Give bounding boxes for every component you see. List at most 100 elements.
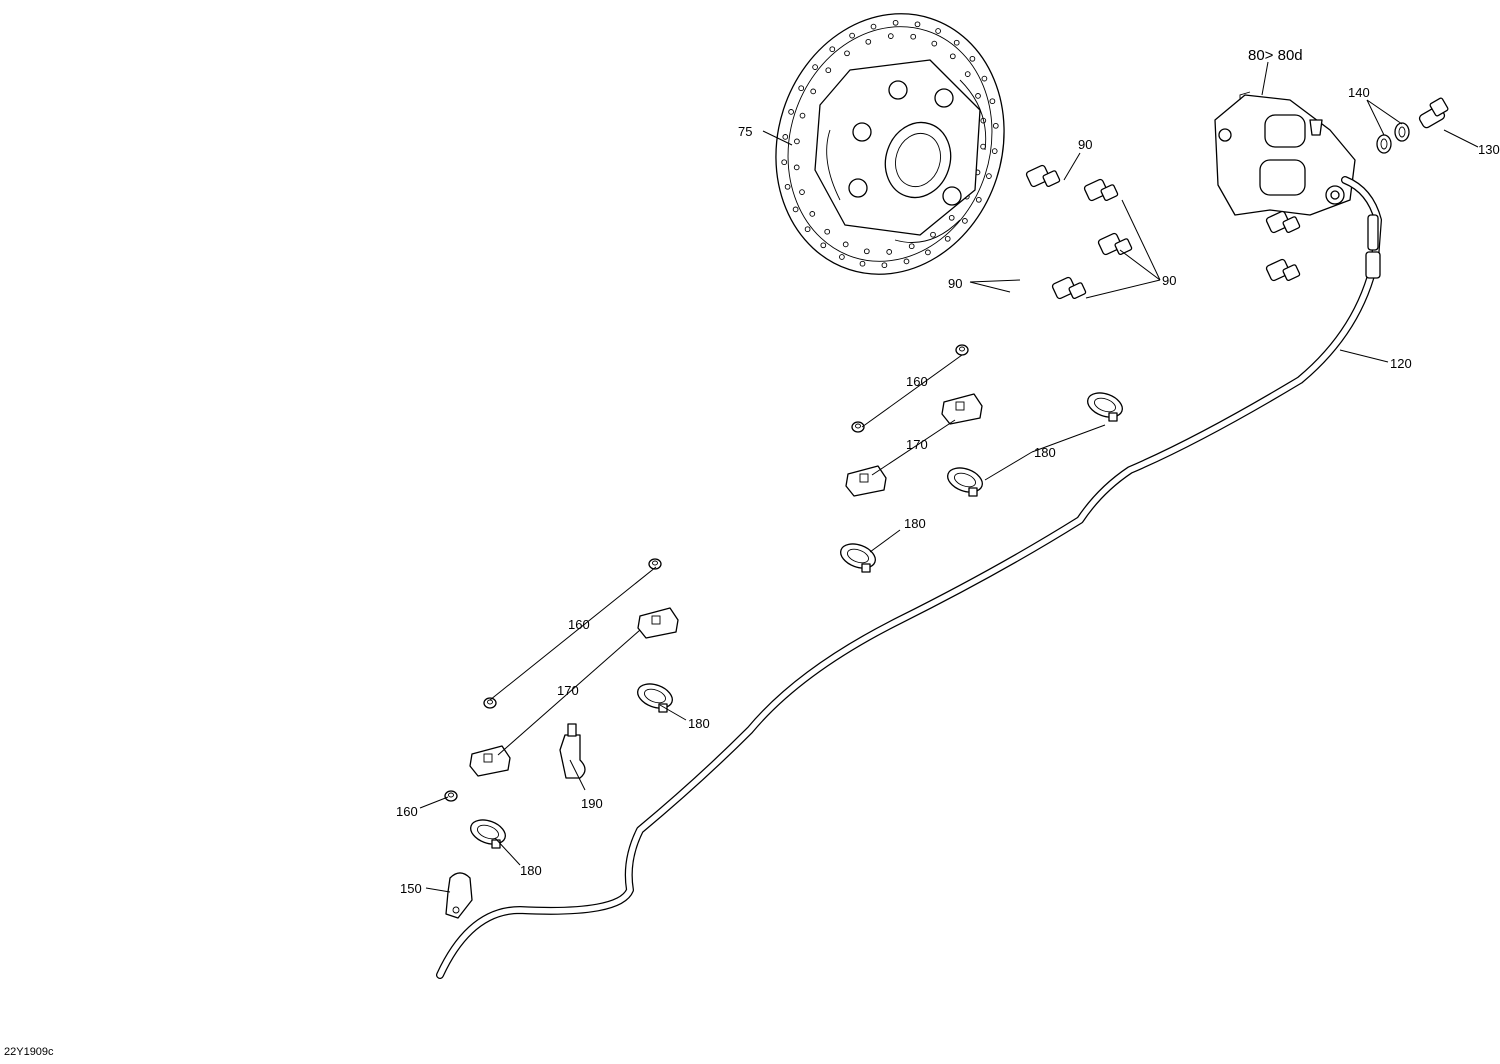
disc-hole <box>931 40 938 47</box>
disc-hole <box>914 21 921 28</box>
clip <box>941 393 983 425</box>
disc-hole <box>842 241 849 248</box>
bolt <box>1265 258 1301 282</box>
disc-hole <box>792 206 799 213</box>
callout-clip-upper: 170 <box>906 437 928 452</box>
callout-nut-small: 160 <box>396 804 418 819</box>
clip <box>469 745 511 777</box>
grommet <box>1087 392 1123 422</box>
callout-bolts-left: 90 <box>948 276 962 291</box>
disc-hole <box>949 53 956 60</box>
disc-hole <box>849 32 855 39</box>
disc-hole <box>794 138 800 145</box>
callout-grommet-lower-left: 180 <box>520 863 542 878</box>
callout-nut-lower: 160 <box>568 617 590 632</box>
disc-hole <box>824 228 831 235</box>
disc-hole <box>925 249 931 256</box>
callout-washers: 140 <box>1348 85 1370 100</box>
disc-hole <box>820 242 827 249</box>
figure-id: 22Y1909c <box>4 1046 54 1058</box>
disc-hole <box>829 46 836 53</box>
disc-hole <box>793 164 800 171</box>
disc-hole <box>799 112 806 119</box>
brake-line <box>436 176 1382 979</box>
grommet <box>637 683 673 713</box>
disc-hole <box>886 249 893 255</box>
bolt <box>1097 232 1133 256</box>
callout-fitting: 130 <box>1478 142 1500 157</box>
nut <box>648 558 662 570</box>
grommet <box>947 467 983 497</box>
nut <box>955 344 969 356</box>
disc-hole <box>986 173 992 179</box>
disc-hole <box>962 218 968 224</box>
disc-hole <box>781 159 788 166</box>
bolt <box>1083 178 1119 202</box>
callout-nut-upper: 160 <box>906 374 928 389</box>
disc-hole <box>910 33 917 40</box>
bolt <box>1051 276 1087 300</box>
callout-bolts-top: 90 <box>1078 137 1092 152</box>
callout-grommet-upper-right: 180 <box>1034 445 1056 460</box>
disc-bolts <box>1025 164 1301 300</box>
disc-hole <box>944 235 951 242</box>
callout-clip-lower: 170 <box>557 683 579 698</box>
brake-disc <box>775 13 1005 275</box>
disc-hole <box>892 19 899 26</box>
line-clamp <box>559 723 586 779</box>
disc-hole <box>798 85 805 92</box>
disc-hole <box>975 196 982 203</box>
disc-hole <box>782 134 789 140</box>
line-bracket <box>445 872 473 919</box>
disc-hole <box>863 248 870 255</box>
disc-hole <box>989 98 996 105</box>
disc-hole <box>991 148 998 154</box>
callout-clamp-190: 190 <box>581 796 603 811</box>
disc-hole <box>859 260 866 267</box>
brake-caliper <box>1214 91 1356 216</box>
grommet <box>470 819 506 849</box>
banjo-fitting <box>1418 97 1449 129</box>
grommet <box>840 543 876 573</box>
callout-grommet-lower-right: 180 <box>688 716 710 731</box>
disc-hole <box>881 262 888 269</box>
disc-hole <box>810 88 817 95</box>
disc-hole <box>799 189 805 195</box>
disc-hole <box>809 211 816 217</box>
disc-hole <box>788 109 794 115</box>
callout-caliper: 80> 80d <box>1248 47 1303 64</box>
disc-hole <box>844 50 850 57</box>
disc-hole <box>969 55 976 62</box>
nut <box>444 790 458 802</box>
callout-brake-line: 120 <box>1390 356 1412 371</box>
disc-hole <box>935 28 941 34</box>
disc-hole <box>964 71 971 77</box>
disc-hole <box>825 67 832 74</box>
nut <box>483 697 497 709</box>
disc-hole <box>865 38 872 45</box>
disc-hole <box>948 214 955 221</box>
callout-labels: 75 80> 80d 90 90 90 120 130 140 150 160 … <box>396 47 1500 896</box>
bolt <box>1265 210 1301 234</box>
disc-hole <box>839 254 845 260</box>
disc-hole <box>870 23 877 30</box>
disc-hole <box>887 33 894 39</box>
callout-grommet-upper-center: 180 <box>904 516 926 531</box>
disc-hole <box>784 183 791 190</box>
bolt <box>1025 164 1061 188</box>
sealing-washers <box>1376 122 1410 154</box>
clip <box>637 607 679 639</box>
disc-hole <box>992 122 999 129</box>
leader-lines <box>419 61 1479 893</box>
disc-hole <box>930 231 936 238</box>
clip <box>845 465 887 497</box>
disc-hole <box>953 39 960 46</box>
disc-hole <box>981 75 988 82</box>
callout-disc: 75 <box>738 124 752 139</box>
disc-hole <box>975 93 981 99</box>
disc-hole <box>804 226 811 233</box>
nut <box>851 421 865 433</box>
disc-hole <box>903 258 910 265</box>
disc-hole <box>812 64 818 70</box>
